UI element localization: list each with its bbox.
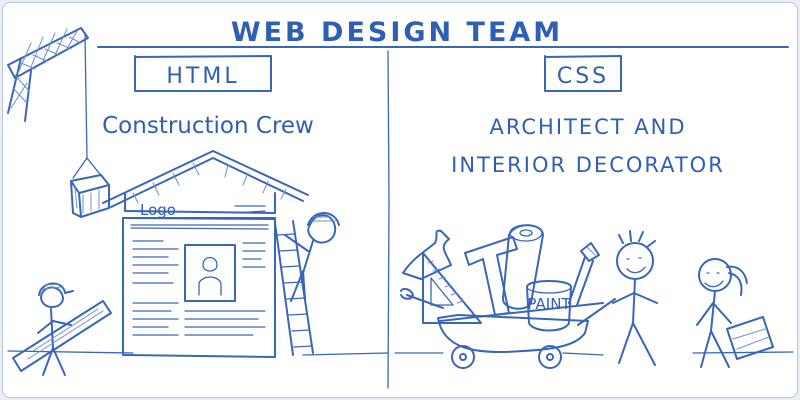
tool-wagon-icon bbox=[437, 298, 616, 369]
html-caption: Construction Crew bbox=[102, 113, 314, 139]
decorator-figure bbox=[696, 258, 774, 368]
panel-divider bbox=[387, 50, 390, 389]
crate-icon bbox=[70, 157, 110, 218]
architect-tools-icon: PAINT bbox=[400, 224, 600, 332]
ground-line bbox=[7, 350, 794, 356]
css-tag-label: CSS bbox=[557, 64, 609, 89]
crane-icon bbox=[7, 27, 89, 159]
paint-can-label: PAINT bbox=[527, 295, 571, 313]
html-tag-label: HTML bbox=[166, 64, 239, 89]
architect-figure bbox=[612, 230, 658, 366]
ladder-worker-figure bbox=[284, 212, 340, 302]
html-tag-box: HTML bbox=[134, 55, 272, 92]
css-tag-box: CSS bbox=[544, 55, 622, 92]
css-caption-line1: ARCHITECT AND bbox=[489, 115, 686, 139]
house-webpage-icon: Logo bbox=[102, 150, 309, 358]
plank-worker-figure bbox=[12, 282, 112, 376]
house-logo-text: Logo bbox=[140, 201, 176, 219]
css-caption-line2: INTERIOR DECORATOR bbox=[451, 153, 725, 177]
page-title: WEB DESIGN TEAM bbox=[231, 17, 563, 48]
web-design-team-illustration: WEB DESIGN TEAM HTML CSS Construction Cr… bbox=[7, 17, 794, 389]
